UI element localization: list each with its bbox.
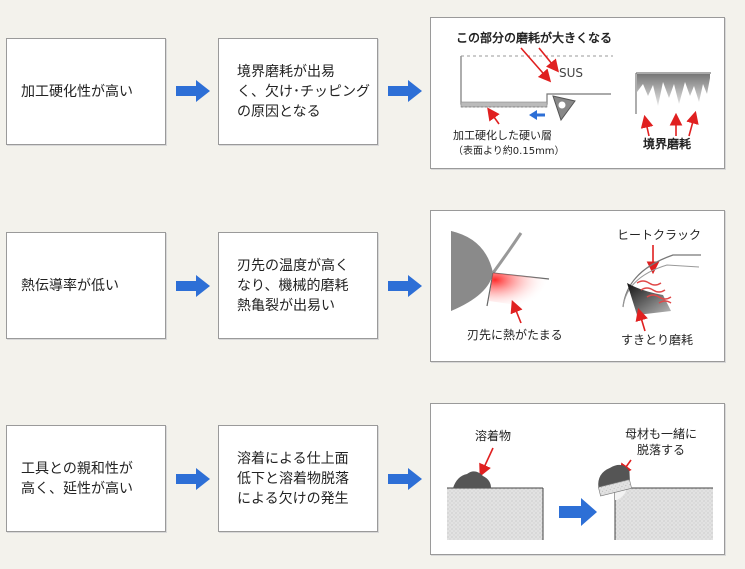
deposit-label: 溶着物 (475, 428, 511, 443)
flow-arrow-1b (388, 80, 422, 102)
detached-chunk (598, 464, 632, 497)
detach-label-line2: 脱落する (637, 442, 685, 457)
illustration-box-2: 刃先に熱がたまる ヒートクラック すきとり磨耗 (430, 210, 725, 362)
deposit-lump (453, 471, 491, 488)
flow-arrow-1a (176, 80, 210, 102)
work-hardening-illustration: この部分の磨耗が大きくなる SUS 加工硬化した硬い層 （表面より約0.15mm… (453, 30, 711, 157)
cause-text-1: 加工硬化性が高い (21, 83, 133, 100)
flow-arrow-2b (388, 275, 422, 297)
heat-crack-label: ヒートクラック (617, 228, 701, 242)
illustration-box-1: この部分の磨耗が大きくなる SUS 加工硬化した硬い層 （表面より約0.15mm… (430, 17, 725, 169)
cutting-tool (552, 95, 576, 122)
cause-box-3: 工具との親和性が 高く、延性が高い (6, 425, 166, 532)
effect-line: 低下と溶着物脱落 (237, 470, 349, 487)
flow-arrow-3b (388, 468, 422, 490)
heat-illustration: 刃先に熱がたまる ヒートクラック すきとり磨耗 (451, 228, 701, 347)
illustration-box-3: 溶着物 母材も一緒に 脱落する (430, 403, 725, 555)
flow-arrow-3a (176, 468, 210, 490)
cause-line: 高く、延性が高い (21, 480, 133, 497)
effect-line: による欠けの発生 (237, 490, 349, 507)
hardened-layer-depth: （表面より約0.15mm） (453, 144, 565, 157)
adhesion-illustration: 溶着物 母材も一緒に 脱落する (447, 426, 713, 540)
crater-wear-label: すきとり磨耗 (621, 333, 693, 347)
transition-arrow (559, 498, 597, 526)
effect-box-1: 境界磨耗が出易 く、欠け･チッピング の原因となる (218, 38, 378, 145)
effect-line: く、欠け･チッピング (237, 83, 370, 100)
heat-label: 刃先に熱がたまる (467, 327, 563, 342)
effect-line: 刃先の温度が高く (237, 257, 349, 274)
effect-line: の原因となる (237, 103, 321, 120)
effect-line: 熱亀裂が出易い (237, 297, 335, 314)
boundary-wear-label: 境界磨耗 (643, 136, 691, 151)
effect-box-3: 溶着による仕上面 低下と溶着物脱落 による欠けの発生 (218, 425, 378, 532)
flow-arrow-2a (176, 275, 210, 297)
effect-line: 溶着による仕上面 (237, 450, 349, 467)
effect-line: 境界磨耗が出易 (237, 63, 335, 80)
top-label: この部分の磨耗が大きくなる (456, 30, 612, 45)
cause-line: 工具との親和性が (21, 460, 133, 477)
cause-box-1: 加工硬化性が高い (6, 38, 166, 145)
hardened-layer-label: 加工硬化した硬い層 (453, 128, 552, 142)
material-label: SUS (559, 66, 583, 80)
cause-box-2: 熱伝導率が低い (6, 232, 166, 339)
cause-text-2: 熱伝導率が低い (21, 277, 119, 294)
detach-label-line1: 母材も一緒に (625, 426, 697, 441)
effect-line: なり、機械的磨耗 (237, 277, 349, 294)
effect-box-2: 刃先の温度が高く なり、機械的磨耗 熱亀裂が出易い (218, 232, 378, 339)
